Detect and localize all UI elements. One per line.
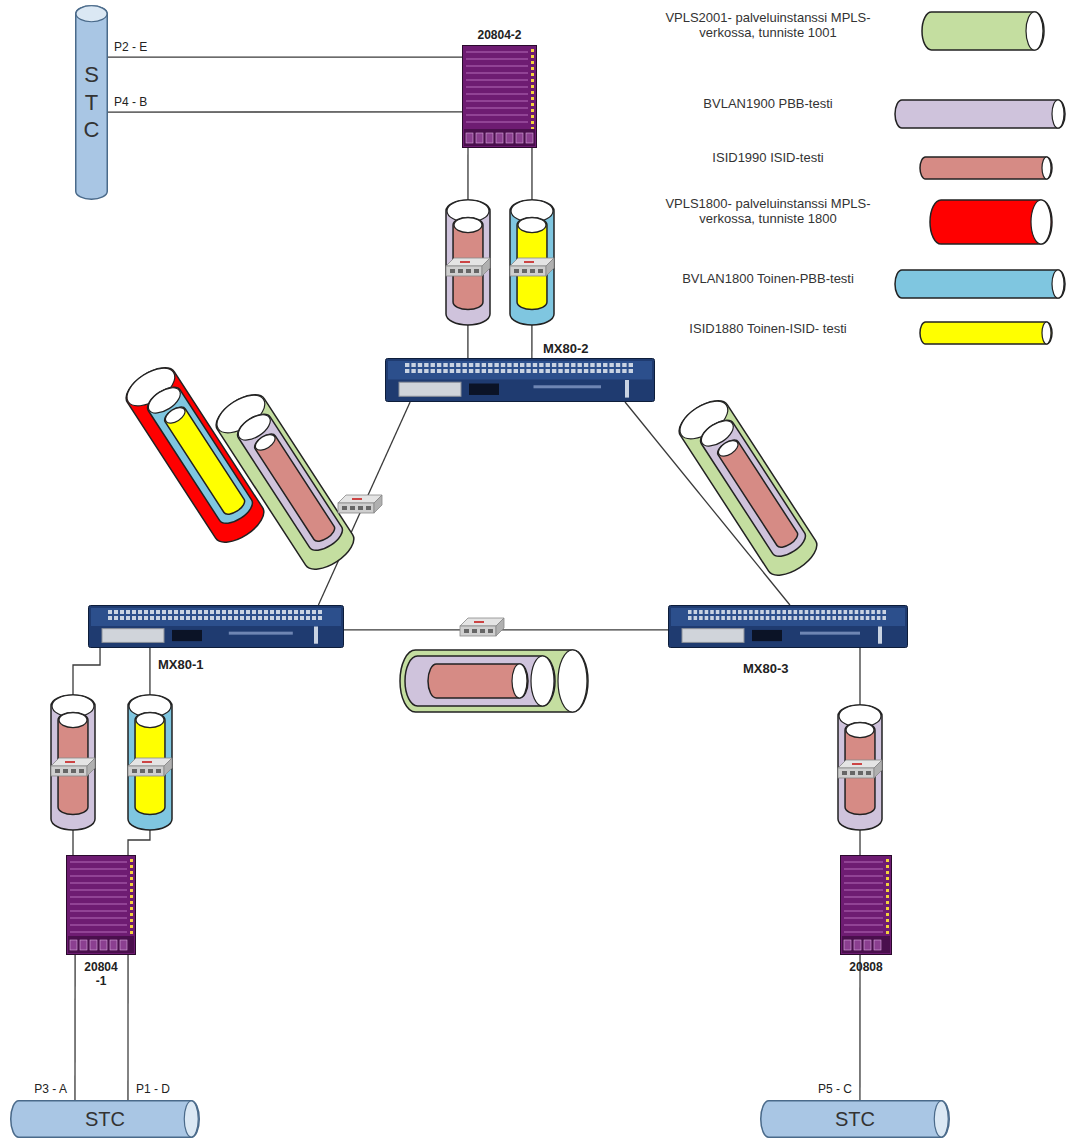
link-line bbox=[108, 56, 462, 57]
tunnel-opening bbox=[1031, 200, 1051, 244]
tunnel-opening bbox=[1026, 12, 1043, 50]
tunnel-opening bbox=[716, 437, 741, 459]
node-shape bbox=[840, 855, 892, 955]
node-label: MX80-1 bbox=[158, 657, 204, 672]
switch-box: 20804-2 bbox=[462, 45, 537, 148]
tunnel-opening bbox=[1052, 100, 1064, 128]
tunnel-tube bbox=[838, 705, 882, 830]
tunnel-tube bbox=[210, 387, 360, 577]
node-label: MX80-2 bbox=[543, 341, 589, 356]
node-shape bbox=[462, 45, 537, 148]
port-label: P5 - C bbox=[818, 1082, 852, 1096]
node-shape bbox=[66, 855, 136, 955]
switch-icon bbox=[510, 258, 554, 276]
tunnel-group bbox=[400, 650, 588, 712]
tunnel-opening bbox=[136, 713, 164, 728]
legend-swatch bbox=[920, 322, 1052, 344]
tunnel-group bbox=[210, 387, 360, 577]
legend-text: ISID1990 ISID-testi bbox=[652, 150, 884, 165]
legend-swatch bbox=[920, 157, 1052, 179]
link-line bbox=[108, 111, 462, 112]
router-box: MX80-3 bbox=[668, 605, 908, 648]
link-line bbox=[127, 955, 128, 1100]
test-center-box: STC bbox=[10, 1100, 200, 1138]
switch-icon bbox=[446, 258, 490, 276]
tunnel-opening bbox=[846, 723, 874, 738]
test-center-box: STC bbox=[75, 5, 108, 200]
legend-swatch bbox=[922, 12, 1044, 50]
switch-icon bbox=[128, 758, 172, 776]
legend-text: ISID1880 Toinen-ISID- testi bbox=[652, 321, 884, 336]
tunnel-opening bbox=[518, 218, 546, 233]
tunnel-opening bbox=[59, 713, 87, 728]
node-label: 20808 bbox=[849, 960, 882, 974]
tunnel-opening bbox=[1042, 157, 1051, 179]
switch-icon bbox=[460, 618, 504, 636]
node-shape bbox=[385, 358, 655, 402]
node-label: STC bbox=[85, 1108, 125, 1131]
switch-box: 20804 -1 bbox=[66, 855, 136, 955]
tunnel-tube bbox=[715, 437, 800, 551]
tunnel-opening bbox=[253, 431, 278, 453]
port-label: P4 - B bbox=[114, 95, 147, 109]
switch-box: 20808 bbox=[840, 855, 892, 955]
tunnel-tube bbox=[673, 393, 823, 583]
tunnel-opening bbox=[1042, 322, 1051, 344]
tunnel-group bbox=[51, 200, 882, 830]
tunnel-tube bbox=[51, 695, 95, 830]
tunnel-tube bbox=[405, 656, 555, 706]
tunnel-opening bbox=[1052, 270, 1064, 298]
legend-text: VPLS1800- palveluinstanssi MPLS- verkoss… bbox=[652, 196, 884, 226]
tunnel-opening bbox=[163, 404, 188, 426]
tunnel-tube bbox=[252, 431, 337, 545]
tunnel-opening bbox=[454, 218, 482, 233]
router-box: MX80-2 bbox=[385, 358, 655, 402]
port-label: P3 - A bbox=[34, 1082, 67, 1096]
link-line bbox=[344, 629, 668, 630]
node-label: 20804 -1 bbox=[78, 960, 124, 988]
link-line bbox=[74, 955, 75, 1100]
link-line bbox=[859, 955, 860, 1100]
tunnel-tube bbox=[446, 200, 490, 325]
test-center-box: STC bbox=[760, 1100, 950, 1138]
tunnel-tube bbox=[128, 695, 172, 830]
tunnel-tube bbox=[233, 409, 347, 555]
legend-text: VPLS2001- palveluinstanssi MPLS- verkoss… bbox=[652, 10, 884, 40]
node-label: STC bbox=[81, 61, 103, 144]
tunnel-tube bbox=[696, 415, 810, 561]
tunnel-group bbox=[673, 393, 823, 583]
legend-text: BVLAN1800 Toinen-PBB-testi bbox=[652, 271, 884, 286]
switch-icon bbox=[838, 760, 882, 778]
tunnel-tube bbox=[510, 200, 554, 325]
switch-icon bbox=[338, 495, 382, 513]
port-label: P2 - E bbox=[114, 40, 147, 54]
port-label: P1 - D bbox=[136, 1082, 170, 1096]
node-label: MX80-3 bbox=[743, 661, 789, 676]
node-label: STC bbox=[835, 1108, 875, 1131]
legend-swatch bbox=[930, 200, 1052, 244]
node-label: 20804-2 bbox=[477, 28, 521, 42]
tunnel-opening bbox=[558, 650, 587, 712]
tunnel-opening bbox=[531, 656, 554, 706]
tunnel-opening bbox=[512, 664, 527, 698]
switch-icon bbox=[51, 758, 95, 776]
legend-swatch bbox=[895, 270, 1065, 298]
legend-swatches bbox=[895, 12, 1065, 344]
node-shape bbox=[88, 605, 344, 648]
legend-swatch bbox=[895, 100, 1065, 128]
node-shape bbox=[668, 605, 908, 648]
tunnel-tube bbox=[400, 650, 588, 712]
legend-text: BVLAN1900 PBB-testi bbox=[652, 96, 884, 111]
router-box: MX80-1 bbox=[88, 605, 344, 648]
tunnel-tube bbox=[428, 664, 528, 698]
